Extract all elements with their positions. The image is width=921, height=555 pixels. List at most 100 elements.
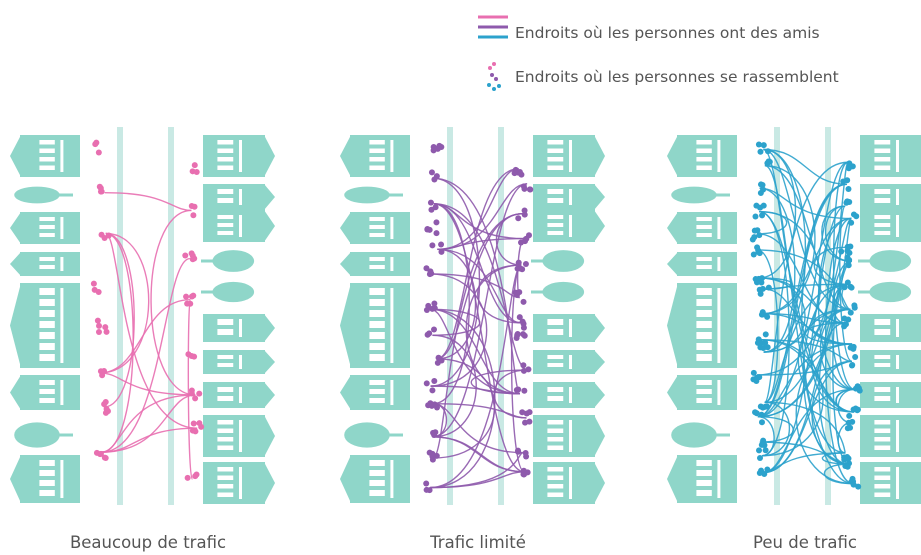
building bbox=[203, 462, 275, 504]
gathering-cluster bbox=[848, 353, 859, 369]
friendship-link bbox=[831, 260, 856, 391]
friendship-link bbox=[433, 203, 470, 405]
gathering-cluster bbox=[752, 409, 765, 426]
building bbox=[533, 462, 605, 504]
friendship-link bbox=[101, 394, 196, 453]
building bbox=[860, 350, 921, 374]
gathering-cluster bbox=[846, 405, 861, 419]
friendship-link bbox=[762, 388, 855, 474]
building bbox=[203, 350, 275, 374]
friendship-links bbox=[429, 167, 528, 489]
gathering-cluster bbox=[752, 202, 767, 220]
building bbox=[671, 186, 730, 204]
friendship-link bbox=[477, 264, 522, 324]
building bbox=[340, 283, 410, 368]
gathering-cluster bbox=[423, 377, 438, 394]
friendship-link bbox=[817, 217, 855, 391]
friendship-link bbox=[432, 213, 523, 459]
gathering-cluster bbox=[516, 314, 527, 331]
friendship-link bbox=[429, 273, 488, 387]
gathering-cluster bbox=[513, 331, 528, 341]
gathering-legend-icon bbox=[487, 62, 501, 91]
building bbox=[858, 281, 912, 303]
gathering-cluster bbox=[424, 326, 438, 338]
street-lane bbox=[825, 127, 831, 505]
gathering-cluster bbox=[423, 480, 433, 494]
friendship-link bbox=[436, 167, 519, 360]
friendship-link bbox=[818, 322, 849, 465]
panel-caption: Trafic limité bbox=[429, 533, 526, 552]
friendship-link bbox=[757, 416, 775, 457]
friendship-links bbox=[99, 191, 198, 480]
friendship-link bbox=[757, 416, 794, 443]
gathering-cluster bbox=[189, 162, 200, 176]
gathering-cluster bbox=[90, 280, 102, 296]
gathering-cluster bbox=[511, 166, 525, 178]
friendship-link bbox=[756, 249, 779, 404]
street-lane bbox=[117, 127, 123, 505]
gathering-cluster bbox=[182, 250, 198, 263]
street-lane bbox=[168, 127, 174, 505]
friendship-link bbox=[433, 177, 521, 395]
building bbox=[10, 135, 80, 177]
gathering-cluster bbox=[843, 198, 853, 206]
friendship-link bbox=[762, 283, 850, 474]
gathering-cluster bbox=[514, 259, 529, 273]
building bbox=[860, 415, 921, 457]
friendship-link bbox=[824, 205, 852, 262]
building bbox=[531, 250, 585, 272]
building bbox=[533, 382, 605, 408]
friendship-link bbox=[470, 369, 528, 395]
gathering-cluster bbox=[847, 302, 858, 316]
gathering-cluster bbox=[185, 351, 198, 360]
building bbox=[10, 283, 80, 368]
building bbox=[10, 375, 80, 410]
friendship-link bbox=[437, 237, 526, 251]
building bbox=[533, 415, 605, 457]
friendship-link bbox=[99, 372, 196, 396]
building bbox=[860, 135, 921, 177]
street-lane bbox=[447, 127, 453, 505]
gathering-cluster bbox=[756, 284, 772, 297]
building bbox=[860, 210, 921, 242]
building bbox=[203, 415, 275, 457]
gathering-cluster bbox=[752, 275, 765, 286]
gathering-cluster bbox=[426, 449, 440, 463]
building bbox=[10, 455, 80, 503]
building bbox=[667, 455, 737, 503]
gathering-cluster bbox=[424, 219, 440, 237]
friendship-links bbox=[756, 148, 856, 485]
gathering-cluster bbox=[428, 169, 440, 183]
gathering-cluster bbox=[188, 202, 198, 219]
building bbox=[860, 184, 921, 210]
gathering-cluster bbox=[847, 343, 857, 352]
friendship-link bbox=[811, 308, 854, 413]
gathering-cluster bbox=[757, 403, 770, 411]
street-lane bbox=[498, 127, 504, 505]
friendship-link bbox=[105, 232, 198, 429]
gathering-cluster bbox=[425, 400, 441, 411]
friendship-link bbox=[430, 308, 481, 336]
gathering-cluster bbox=[519, 409, 533, 426]
legend: Endroits où les personnes ont des amis E… bbox=[478, 15, 839, 91]
building bbox=[340, 375, 410, 410]
building bbox=[860, 314, 921, 342]
friendship-link bbox=[187, 298, 194, 480]
gathering-cluster bbox=[754, 331, 769, 347]
building bbox=[340, 252, 410, 276]
building bbox=[531, 281, 585, 303]
friendship-link bbox=[429, 273, 520, 299]
gathering-cluster bbox=[750, 369, 763, 384]
building bbox=[533, 184, 605, 210]
friendship-link bbox=[433, 402, 523, 454]
friendship-link bbox=[764, 164, 854, 485]
friendship-link bbox=[430, 177, 481, 387]
gathering-cluster bbox=[749, 227, 763, 243]
building bbox=[860, 382, 921, 408]
gathering-cluster bbox=[184, 471, 200, 481]
building bbox=[667, 252, 737, 276]
building bbox=[344, 186, 403, 204]
friendship-link bbox=[763, 148, 807, 353]
